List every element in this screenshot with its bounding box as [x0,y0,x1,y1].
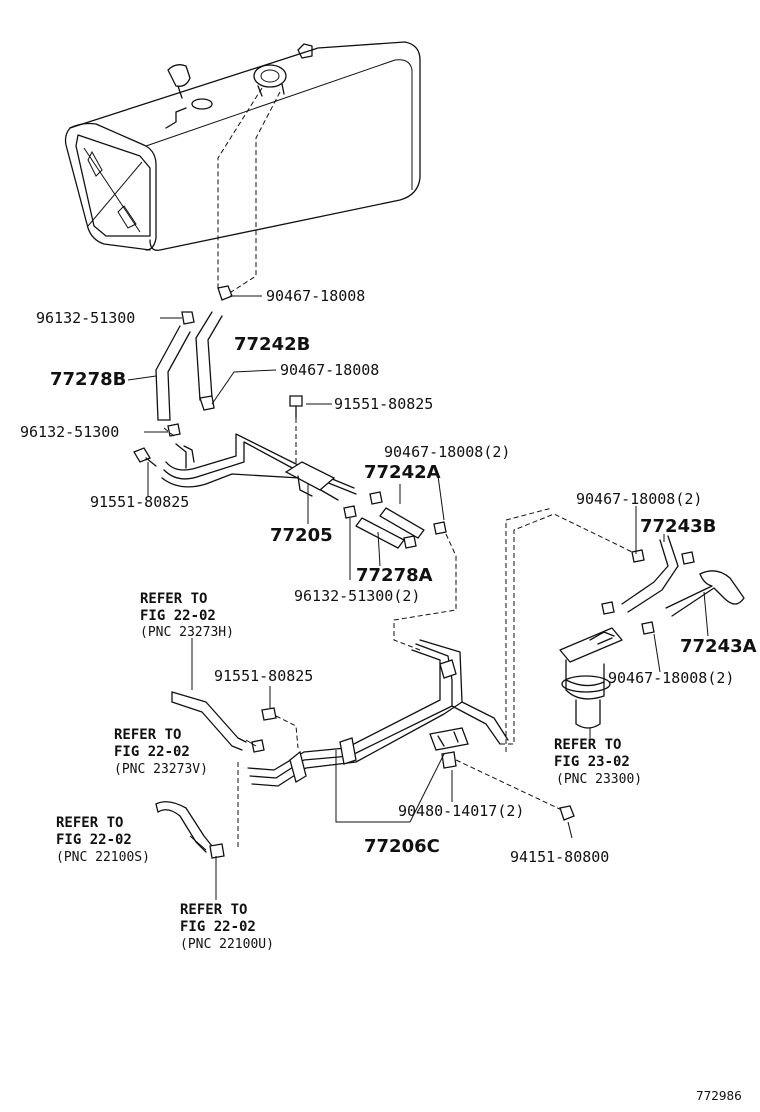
pipe-77206C [247,639,509,787]
clip-icon [681,551,695,565]
clip-icon [601,601,615,615]
clamp-icon [167,423,181,437]
refer-line2: FIG 22-02 [56,832,132,848]
refer-line2: FIG 22-02 [180,919,256,935]
label-clamp-96132-mid: 96132-51300 [20,423,119,441]
clamp-icon [403,535,417,549]
refer-line2: FIG 22-02 [140,608,216,624]
label-bracket-77205: 77205 [270,525,333,546]
clamp-icon [343,505,357,519]
label-nut-94151: 94151-80800 [510,848,609,866]
pipe-clamp-icon [439,659,457,679]
hose-77278A [355,517,405,549]
clamp-icon [209,843,225,859]
bolt-icon [133,447,157,467]
leader-lines [127,295,709,900]
clamp-icon [181,311,195,325]
clip-icon [199,395,215,411]
refer-line1: REFER TO [554,737,621,753]
label-clamp-90480: 90480-14017(2) [398,802,524,820]
refer-line2: FIG 23-02 [554,754,630,770]
bolt-icon [261,707,277,721]
label-bolt-91551-top: 91551-80825 [334,395,433,413]
refer-pnc: (PNC 23273H) [140,625,234,640]
refer-pnc: (PNC 22100S) [56,850,150,865]
hose-77278B [155,325,191,421]
label-hose-77278B: 77278B [50,369,126,390]
label-hose-77242A: 77242A [364,462,441,483]
bracket-77205 [284,461,336,497]
label-hose-77242B: 77242B [234,334,310,355]
label-hose-77243B: 77243B [640,516,716,537]
refer-block-22100S: REFER TO FIG 22-02 (PNC 22100S) [56,815,150,865]
fuel-tank [64,41,421,251]
refer-block-23273V: REFER TO FIG 22-02 (PNC 23273V) [114,727,208,777]
clip-icon [641,621,655,635]
clip-icon [433,521,447,535]
pipe-bracket-upper [161,433,357,501]
label-hose-77243A: 77243A [680,636,757,657]
diagram-code: 772986 [696,1089,742,1103]
clip-icon [217,285,233,301]
label-bolt-91551-left: 91551-80825 [90,493,189,511]
label-clip-90467-2-c: 90467-18008(2) [608,669,734,687]
nut-icon [559,805,575,821]
hose-77243A [665,570,745,617]
refer-hose-22100 [155,801,213,853]
refer-line1: REFER TO [114,727,181,743]
bracket-90480 [429,727,469,751]
label-bolt-91551-low: 91551-80825 [214,667,313,685]
clip-icon [631,549,645,563]
refer-block-22100U: REFER TO FIG 22-02 (PNC 22100U) [180,902,274,952]
refer-line2: FIG 22-02 [114,744,190,760]
label-clip-90467-top: 90467-18008 [266,287,365,305]
label-clip-90467-2-b: 90467-18008(2) [576,490,702,508]
refer-pnc: (PNC 22100U) [180,937,274,952]
refer-pnc: (PNC 23273V) [114,762,208,777]
label-hose-77278A: 77278A [356,565,433,586]
refer-block-23273H: REFER TO FIG 22-02 (PNC 23273H) [140,591,234,640]
label-clamp-96132-2: 96132-51300(2) [294,587,420,605]
clip-icon [251,739,265,753]
refer-hose-23273 [171,691,247,751]
refer-line1: REFER TO [140,591,207,607]
label-clamp-96132-top: 96132-51300 [36,309,135,327]
bolt-icon [289,395,303,419]
refer-pnc: (PNC 23300) [556,772,642,787]
hose-77242B [195,311,223,401]
label-clip-90467-mid: 90467-18008 [280,361,379,379]
refer-block-23300: REFER TO FIG 23-02 (PNC 23300) [554,737,642,787]
label-pipe-77206C: 77206C [364,836,440,857]
hose-77243B [621,535,679,613]
clamp-icon [441,751,457,769]
refer-line1: REFER TO [56,815,123,831]
charcoal-canister [559,627,623,729]
pipe-clamp-icon [339,737,357,765]
pipe-clamp-icon [289,750,307,783]
clip-icon [369,491,383,505]
hose-77242A [379,507,425,539]
refer-line1: REFER TO [180,902,247,918]
label-clip-90467-2-a: 90467-18008(2) [384,443,510,461]
